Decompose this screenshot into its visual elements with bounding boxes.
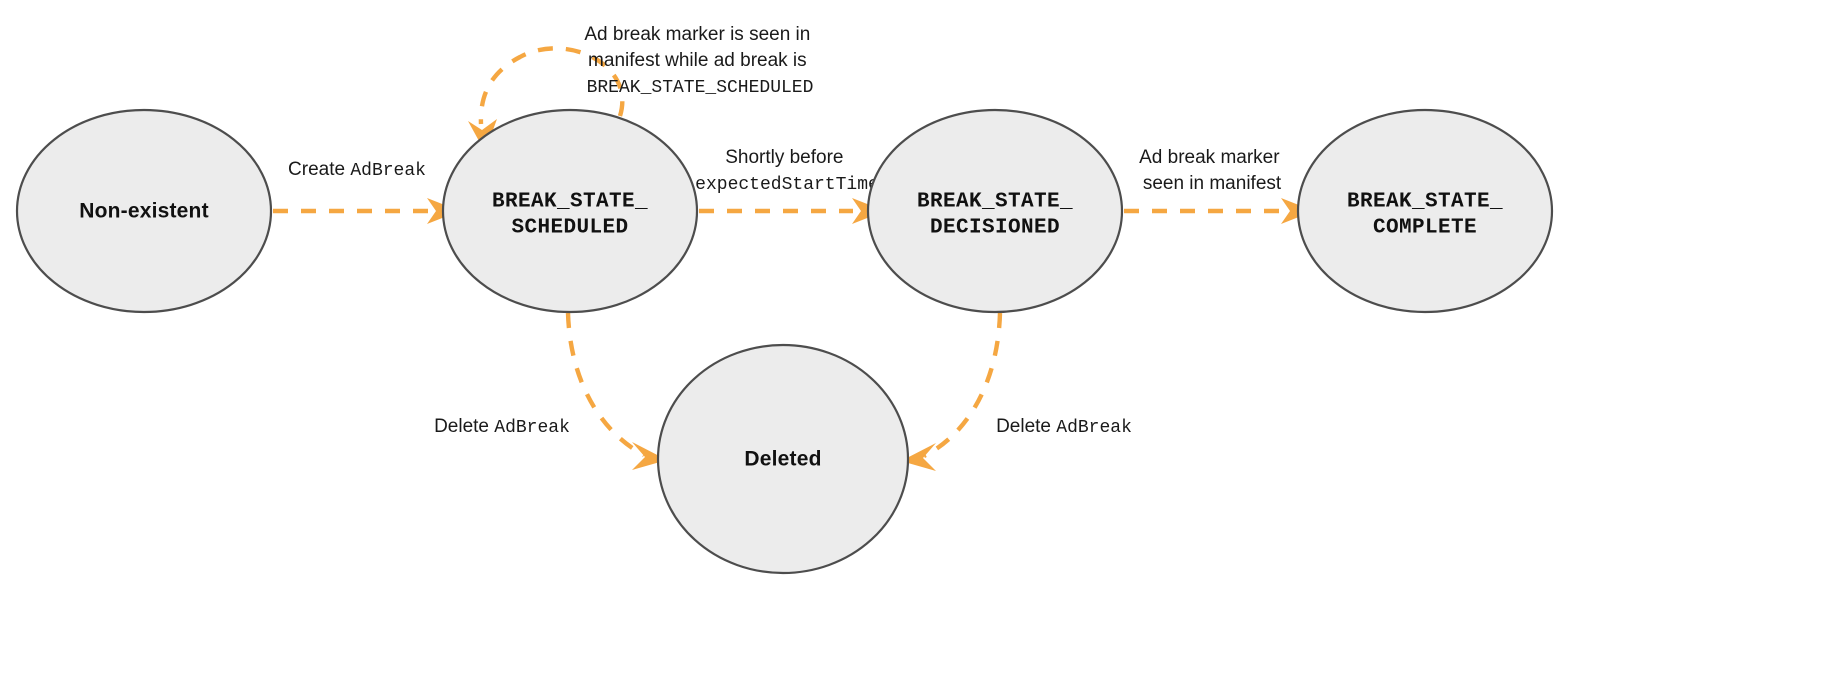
node-label-non-existent: Non-existent <box>79 200 209 223</box>
edge-label-mono: AdBreak <box>350 161 426 181</box>
arrowhead-icon <box>632 442 667 470</box>
node-label-scheduled-line-2: SCHEDULED <box>511 217 628 240</box>
node-label-scheduled-line-1: BREAK_STATE_ <box>492 191 648 214</box>
node-deleted[interactable]: Deleted <box>656 343 910 575</box>
edge-label-shortly-before: Shortly before expectedStartTime <box>695 147 879 195</box>
node-ellipse <box>15 108 273 314</box>
node-label-decisioned-line-2: DECISIONED <box>930 217 1060 240</box>
marker-seen-line-2: seen in manifest <box>1143 173 1282 194</box>
edge-label-ad-break-marker-seen: Ad break marker seen in manifest <box>1139 147 1285 194</box>
edge-label-delete-from-decisioned: Delete AdBreak <box>996 416 1132 438</box>
edge-label-scheduled-self-loop: Ad break marker is seen in manifest whil… <box>584 24 815 98</box>
node-ellipse <box>441 108 699 314</box>
self-loop-line-2: manifest while ad break is <box>588 50 807 71</box>
node-label-complete-line-2: COMPLETE <box>1373 217 1477 240</box>
edge-label-mono: AdBreak <box>1056 418 1132 438</box>
node-break-state-complete[interactable]: BREAK_STATE_ COMPLETE <box>1296 108 1554 314</box>
arrowhead-icon <box>468 119 497 152</box>
shortly-before-line-1: Shortly before <box>725 147 843 168</box>
marker-seen-line-1: Ad break marker <box>1139 147 1280 168</box>
edge-line <box>478 46 625 125</box>
edge-label-mono: AdBreak <box>494 418 570 438</box>
edge-create-adbreak[interactable]: Create AdBreak <box>273 159 460 224</box>
edge-delete-from-scheduled[interactable]: Delete AdBreak <box>434 312 667 470</box>
edge-shortly-before[interactable]: Shortly before expectedStartTime <box>695 147 885 224</box>
edge-line <box>565 312 646 457</box>
node-label-decisioned-line-1: BREAK_STATE_ <box>917 191 1073 214</box>
edge-label-prefix: Delete <box>434 416 494 437</box>
edge-label-delete-from-scheduled: Delete AdBreak <box>434 416 570 438</box>
edge-delete-from-decisioned[interactable]: Delete AdBreak <box>901 312 1132 471</box>
node-ellipse <box>656 343 910 575</box>
edge-label-prefix: Delete <box>996 416 1056 437</box>
node-ellipse <box>1296 108 1554 314</box>
node-break-state-scheduled[interactable]: BREAK_STATE_ SCHEDULED <box>441 108 699 314</box>
edge-line <box>923 312 1003 458</box>
node-non-existent[interactable]: Non-existent <box>15 108 273 314</box>
node-label-deleted: Deleted <box>744 448 821 471</box>
shortly-before-line-2: expectedStartTime <box>695 175 879 195</box>
edge-label-create-adbreak: Create AdBreak <box>288 159 426 181</box>
arrowhead-icon <box>901 443 936 471</box>
node-ellipse <box>866 108 1124 314</box>
edge-label-prefix: Create <box>288 159 350 180</box>
self-loop-line-3: BREAK_STATE_SCHEDULED <box>587 78 814 98</box>
self-loop-line-1: Ad break marker is seen in <box>584 24 810 45</box>
node-break-state-decisioned[interactable]: BREAK_STATE_ DECISIONED <box>866 108 1124 314</box>
edge-ad-break-marker-seen[interactable]: Ad break marker seen in manifest <box>1124 147 1314 224</box>
node-label-complete-line-1: BREAK_STATE_ <box>1347 191 1503 214</box>
edge-scheduled-self-loop[interactable]: Ad break marker is seen in manifest whil… <box>468 24 816 152</box>
